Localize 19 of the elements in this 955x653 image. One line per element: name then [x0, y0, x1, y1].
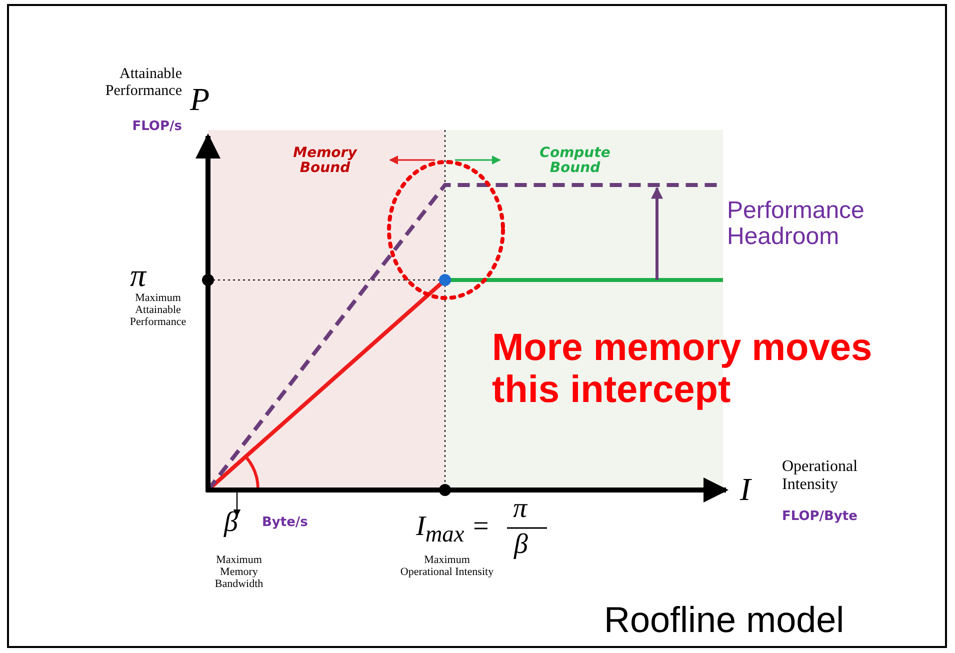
caption-text: Roofline model — [604, 600, 844, 640]
axis-symbol: I — [740, 472, 751, 508]
axis-title: Attainable Performance — [104, 66, 182, 99]
axis-symbol: π — [130, 258, 146, 294]
tick-caption: Maximum Operational Intensity — [400, 554, 494, 578]
unit-label: FLOP/Byte — [782, 510, 858, 524]
unit-label: FLOP/s — [131, 120, 182, 134]
annotation-text: Performance Headroom — [727, 198, 866, 251]
tick-caption: Maximum Attainable Performance — [128, 292, 188, 328]
unit-label: Byte/s — [262, 516, 308, 530]
tick-caption: Maximum Memory Bandwidth — [214, 554, 264, 590]
region-label: Compute Bound — [538, 146, 612, 177]
axis-symbol: P — [190, 82, 210, 118]
axis-title: Operational Intensity — [782, 458, 859, 494]
region-label: Memory Bound — [292, 146, 358, 177]
formula-text: π — [513, 494, 528, 525]
formula-text: β — [514, 530, 528, 561]
annotation-text: More memory moves this intercept — [492, 328, 874, 412]
formula-text: I$_{max}$ = — [416, 512, 490, 548]
